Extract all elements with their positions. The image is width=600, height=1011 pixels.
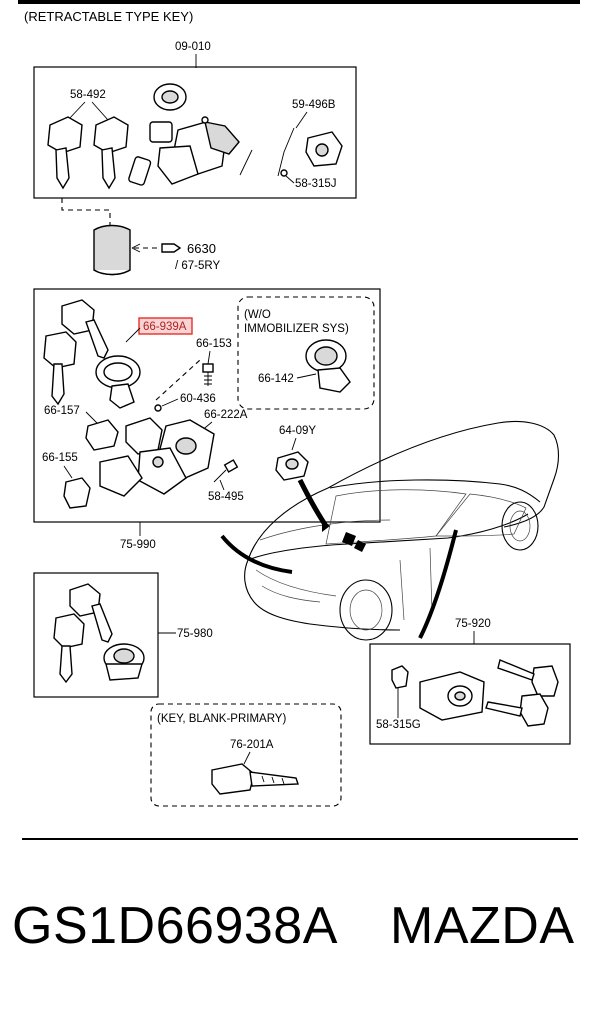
label-59-496b: 59-496B: [292, 99, 336, 111]
box-09-010: [33, 66, 357, 199]
top-rule: [18, 0, 580, 4]
label-66-155: 66-155: [42, 452, 78, 464]
label-key-blank-primary: (KEY, BLANK-PRIMARY): [157, 713, 286, 725]
header-title: (RETRACTABLE TYPE KEY): [24, 9, 193, 24]
label-67-5ry: / 67-5RY: [175, 260, 221, 272]
door-lock-cylinder-icon: [275, 451, 309, 481]
label-66-157: 66-157: [44, 405, 80, 417]
brand-name-text: MAZDA: [390, 897, 575, 955]
caption-bar: GS1D66938A MAZDA: [0, 896, 600, 976]
switch-66-155-icon: [63, 477, 91, 509]
retractable-key-left-icon: [47, 116, 83, 190]
label-66-222a: 66-222A: [204, 409, 248, 421]
bolt-58-495-icon: [213, 459, 239, 483]
label-wo: (W/O: [244, 309, 271, 321]
box-75-990: [33, 288, 381, 523]
steering-lock-assembly-icon: [128, 83, 253, 186]
clip-58-315g-icon: [391, 665, 409, 689]
box-75-920: [369, 643, 571, 745]
part-number-text: GS1D66938A: [12, 897, 338, 955]
key-lower-icon: [43, 331, 77, 406]
label-64-09y: 64-09Y: [279, 425, 316, 437]
label-75-990: 75-990: [120, 539, 156, 551]
label-58-315g: 58-315G: [376, 719, 421, 731]
label-66-142: 66-142: [258, 373, 294, 385]
label-75-980: 75-980: [177, 628, 213, 640]
key-cylinder-without-immobilizer-icon: [305, 339, 351, 393]
label-6630: 6630: [187, 241, 216, 256]
label-09-010: 09-010: [175, 41, 211, 53]
box-75-980: [33, 572, 159, 698]
key-cover-icon: [93, 224, 131, 276]
label-58-492: 58-492: [70, 89, 106, 101]
label-66-153: 66-153: [196, 338, 232, 350]
key-blank-icon: [211, 763, 299, 795]
switch-66-157-icon: [85, 419, 119, 451]
key-upper-icon: [61, 299, 109, 359]
key-75-920-lower-icon: [485, 693, 549, 727]
box-key-blank: [150, 703, 342, 807]
key-75-980-lower-icon: [53, 613, 85, 684]
label-58-495: 58-495: [208, 491, 244, 503]
label-75-920: 75-920: [455, 618, 491, 630]
label-60-436: 60-436: [180, 393, 216, 405]
retractable-key-right-icon: [93, 116, 129, 190]
immobilizer-coil-ring-icon: [95, 355, 141, 409]
ignition-lock-switch-icon: [277, 127, 343, 177]
door-lock-set-icon: [419, 671, 485, 721]
car-illustration: [220, 420, 560, 641]
key-75-920-upper-icon: [497, 659, 559, 697]
key-75-980-upper-icon: [69, 583, 113, 643]
label-76-201a: 76-201A: [230, 739, 274, 751]
screw-66-153-icon: [202, 363, 214, 386]
label-immobilizer-sys: IMMOBILIZER SYS): [244, 323, 349, 335]
box-wo-immobilizer: [237, 296, 375, 410]
bottom-divider: [22, 838, 578, 840]
label-58-315j: 58-315J: [295, 178, 337, 190]
steering-lock-body-icon: [99, 417, 215, 497]
parts-diagram: (RETRACTABLE TYPE KEY) 09-010 58-492 59-…: [18, 0, 580, 807]
highlight-66-939a: [138, 317, 193, 335]
key-cylinder-75-980-icon: [103, 643, 145, 681]
label-66-939a: 66-939A: [143, 321, 187, 333]
